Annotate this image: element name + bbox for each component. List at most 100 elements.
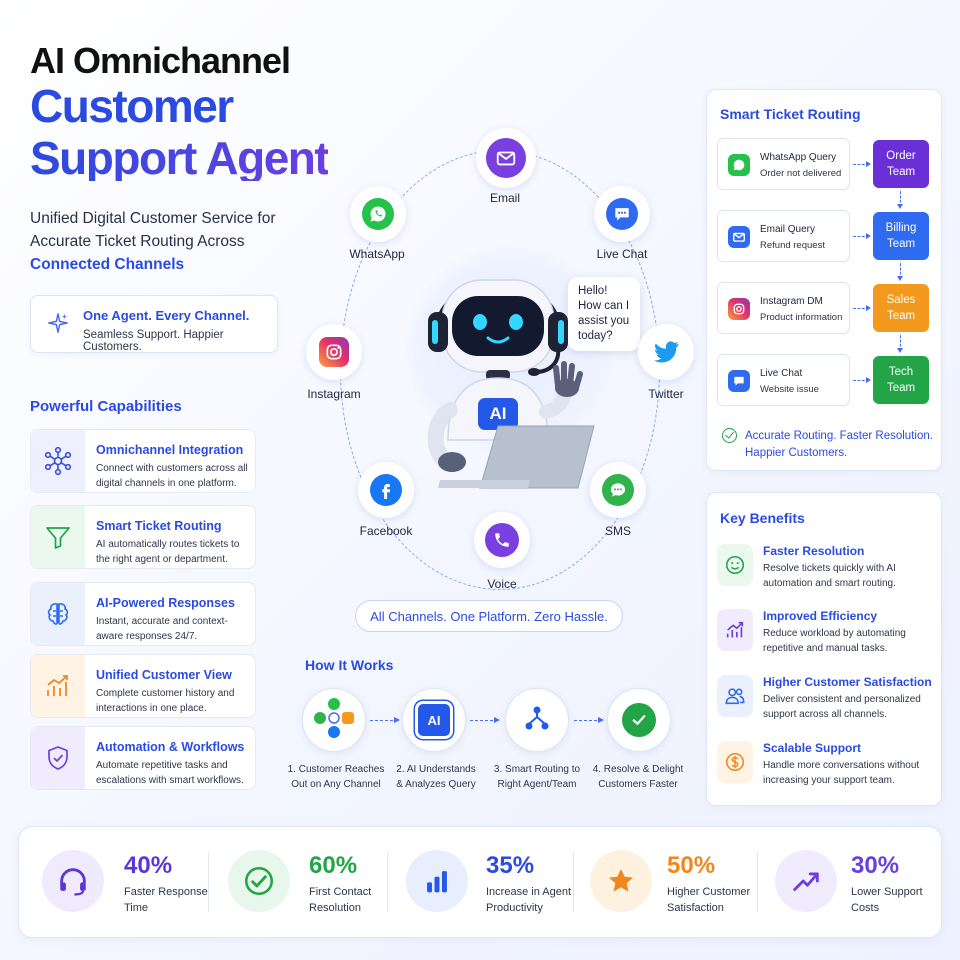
stat-value: 40% [124,852,173,879]
team-label: Sales [886,294,916,306]
channel-sms[interactable] [590,462,646,518]
channel-whatsapp[interactable] [350,186,406,242]
trend-up-icon [775,850,837,912]
title-line-3: Support Agent [30,132,330,184]
route-source-email[interactable]: Email Query Refund request [717,210,850,262]
step-3-circle [505,688,569,752]
capability-card-automation: Automation & Workflows Automate repetiti… [30,726,256,790]
stat-label-line: Costs [851,902,880,914]
subtitle-line-2: Accurate Ticket Routing Across [30,233,245,250]
stat-divider [208,852,209,912]
capabilities-heading: Powerful Capabilities [30,398,182,415]
channel-live-chat[interactable] [594,186,650,242]
stat-label-line: Increase in Agent [486,886,572,898]
step-4-label: 4. Resolve & Delight Customers Faster [588,762,688,792]
step-3-label: 3. Smart Routing to Right Agent/Team [487,762,587,792]
whatsapp-icon [728,154,750,176]
channel-label: Twitter [648,387,684,401]
check-circle-icon [228,850,290,912]
benefits-heading: Key Benefits [720,510,805,526]
capability-title: AI-Powered Responses [96,596,235,610]
stat-divider [387,852,388,912]
stat-label-line: Higher Customer [667,886,751,898]
network-icon [31,430,85,492]
smile-icon [717,544,753,586]
route-source-live-chat[interactable]: Live Chat Website issue [717,354,850,406]
stat-label-line: First Contact [309,886,372,898]
down-arrow [897,335,903,353]
step-label-line: 3. Smart Routing to [493,764,581,775]
channel-voice[interactable] [474,512,530,568]
subtitle: Unified Digital Customer Service for Acc… [30,207,320,276]
stat-value: 50% [667,852,716,879]
email-icon [486,138,526,178]
speech-line: assist you [578,315,630,327]
channel-twitter[interactable] [638,324,694,380]
team-label: Team [886,382,916,394]
twitter-icon [651,337,681,367]
subtitle-highlight: Connected Channels [30,256,185,273]
speech-bubble: Hello! How can I assist you today? [568,277,640,351]
capability-card-omnichannel: Omnichannel Integration Connect with cus… [30,429,256,493]
title-line-2: Customer [30,80,234,132]
team-label: Team [886,166,916,178]
speech-line: How can I [578,300,630,312]
step-label-line: Right Agent/Team [497,779,577,790]
capability-title: Unified Customer View [96,668,232,682]
subtitle-line-1: Unified Digital Customer Service for [30,210,276,227]
routing-tree-icon [522,703,552,738]
stat-label-line: Satisfaction [667,902,724,914]
benefit-item: Improved Efficiency Reduce workload by a… [717,609,927,669]
step-1-circle [302,688,366,752]
speech-line: Hello! [578,285,608,297]
capability-title: Smart Ticket Routing [96,519,222,533]
channel-label: WhatsApp [349,247,405,261]
channel-label: Live Chat [596,247,648,261]
channel-label: Voice [487,577,517,591]
channel-email[interactable] [476,128,536,188]
benefit-desc: Resolve tickets quickly with AI automati… [763,563,896,589]
channel-instagram[interactable] [306,324,362,380]
check-circle-icon [722,428,737,443]
team-label: Tech [888,366,914,378]
channel-facebook[interactable] [358,462,414,518]
stat-label-line: Faster Response [124,886,208,898]
benefit-item: Scalable Support Handle more conversatio… [717,741,927,801]
channel-label: SMS [604,524,631,538]
route-arrow [853,377,871,383]
tagline-subtitle: Seamless Support. Happier Customers. [83,329,224,353]
step-arrow [470,716,500,723]
tagline-card: One Agent. Every Channel. Seamless Suppo… [30,295,278,353]
benefit-desc: Handle more conversations without increa… [763,760,920,786]
channel-label: Email [489,191,520,205]
step-1-label: 1. Customer Reaches Out on Any Channel [286,762,386,792]
benefit-item: Faster Resolution Resolve tickets quickl… [717,544,927,604]
route-source-title: Email Query [760,224,816,235]
stat-value: 30% [851,852,900,879]
route-source-whatsapp[interactable]: WhatsApp Query Order not delivered [717,138,850,190]
route-source-title: WhatsApp Query [760,152,837,163]
benefit-desc: Deliver consistent and personalized supp… [763,694,921,720]
step-arrow [574,716,604,723]
stat-value: 35% [486,852,535,879]
team-label: Billing [885,222,917,234]
email-icon [728,226,750,248]
growth-chart-icon [717,609,753,651]
route-source-instagram[interactable]: Instagram DM Product information [717,282,850,334]
funnel-icon [31,506,85,568]
sparkle-icon [47,312,69,340]
how-it-works-heading: How It Works [305,657,394,673]
channel-label: Instagram [307,387,361,401]
capability-desc: Automate repetitive tasks and escalation… [96,760,244,786]
benefit-title: Faster Resolution [763,544,865,558]
capability-desc: Connect with customers across all digita… [96,463,248,489]
route-source-detail: Website issue [760,384,819,395]
stat-label-line: Productivity [486,902,543,914]
route-arrow [853,233,871,239]
